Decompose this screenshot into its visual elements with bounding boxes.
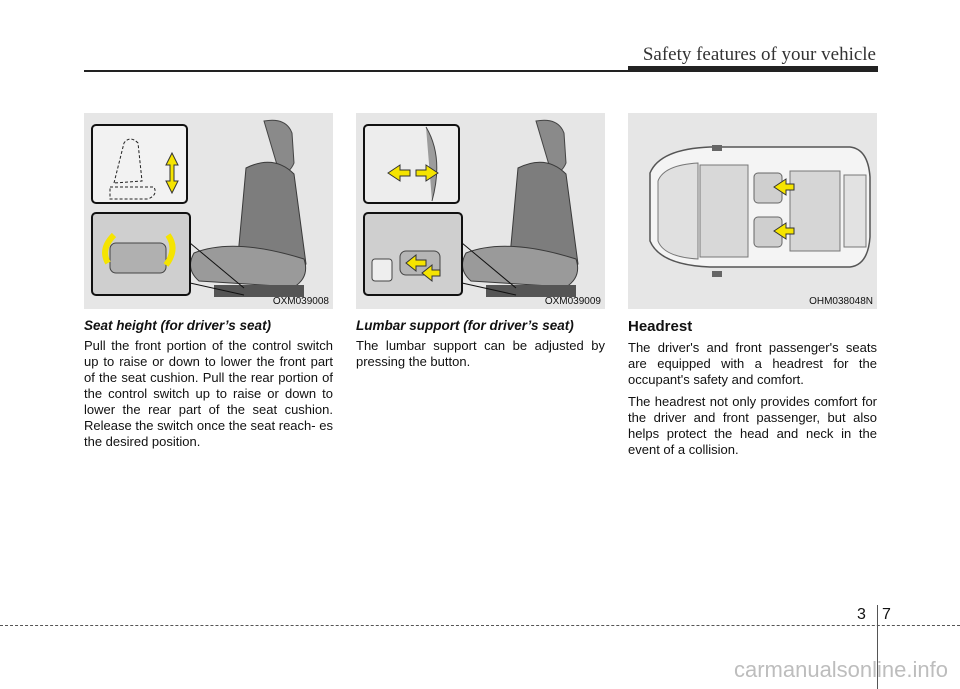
figure-code: OXM039008 bbox=[272, 296, 329, 307]
body-paragraph: The driver's and front passenger's seats… bbox=[628, 340, 877, 387]
header-rule-accent bbox=[628, 66, 878, 72]
section-heading: Lumbar support (for driver’s seat) bbox=[356, 318, 574, 333]
section-heading: Headrest bbox=[628, 318, 693, 335]
section-title: Safety features of your vehicle bbox=[642, 44, 876, 65]
figure-code: OHM038048N bbox=[809, 296, 873, 307]
body-paragraph: The headrest not only provides comfort f… bbox=[628, 394, 877, 457]
figure-code: OXM039009 bbox=[544, 296, 601, 307]
body-paragraph: Pull the front portion of the control sw… bbox=[84, 338, 333, 449]
seat-height-illustration bbox=[91, 119, 307, 297]
footer-rule bbox=[0, 625, 960, 626]
seat-height-figure: OXM039008 bbox=[84, 113, 333, 309]
car-top-view-illustration bbox=[649, 145, 871, 277]
header-rule bbox=[84, 70, 878, 72]
page-number: 7 bbox=[882, 606, 891, 623]
watermark: carmanualsonline.info bbox=[733, 657, 948, 682]
page-number-divider bbox=[877, 605, 878, 689]
headrest-figure: OHM038048N bbox=[628, 113, 877, 309]
lumbar-support-figure: OXM039009 bbox=[356, 113, 605, 309]
lumbar-support-illustration bbox=[363, 119, 579, 297]
section-heading: Seat height (for driver’s seat) bbox=[84, 318, 272, 333]
chapter-number: 3 bbox=[857, 606, 866, 623]
body-paragraph: The lumbar support can be adjusted by pr… bbox=[356, 338, 605, 369]
column-lumbar-support: OXM039009 Lumbar support (for driver’s s… bbox=[356, 113, 605, 376]
column-seat-height: OXM039008 Seat height (for driver’s seat… bbox=[84, 113, 333, 456]
column-headrest: OHM038048N Headrest The driver's and fro… bbox=[628, 113, 877, 464]
